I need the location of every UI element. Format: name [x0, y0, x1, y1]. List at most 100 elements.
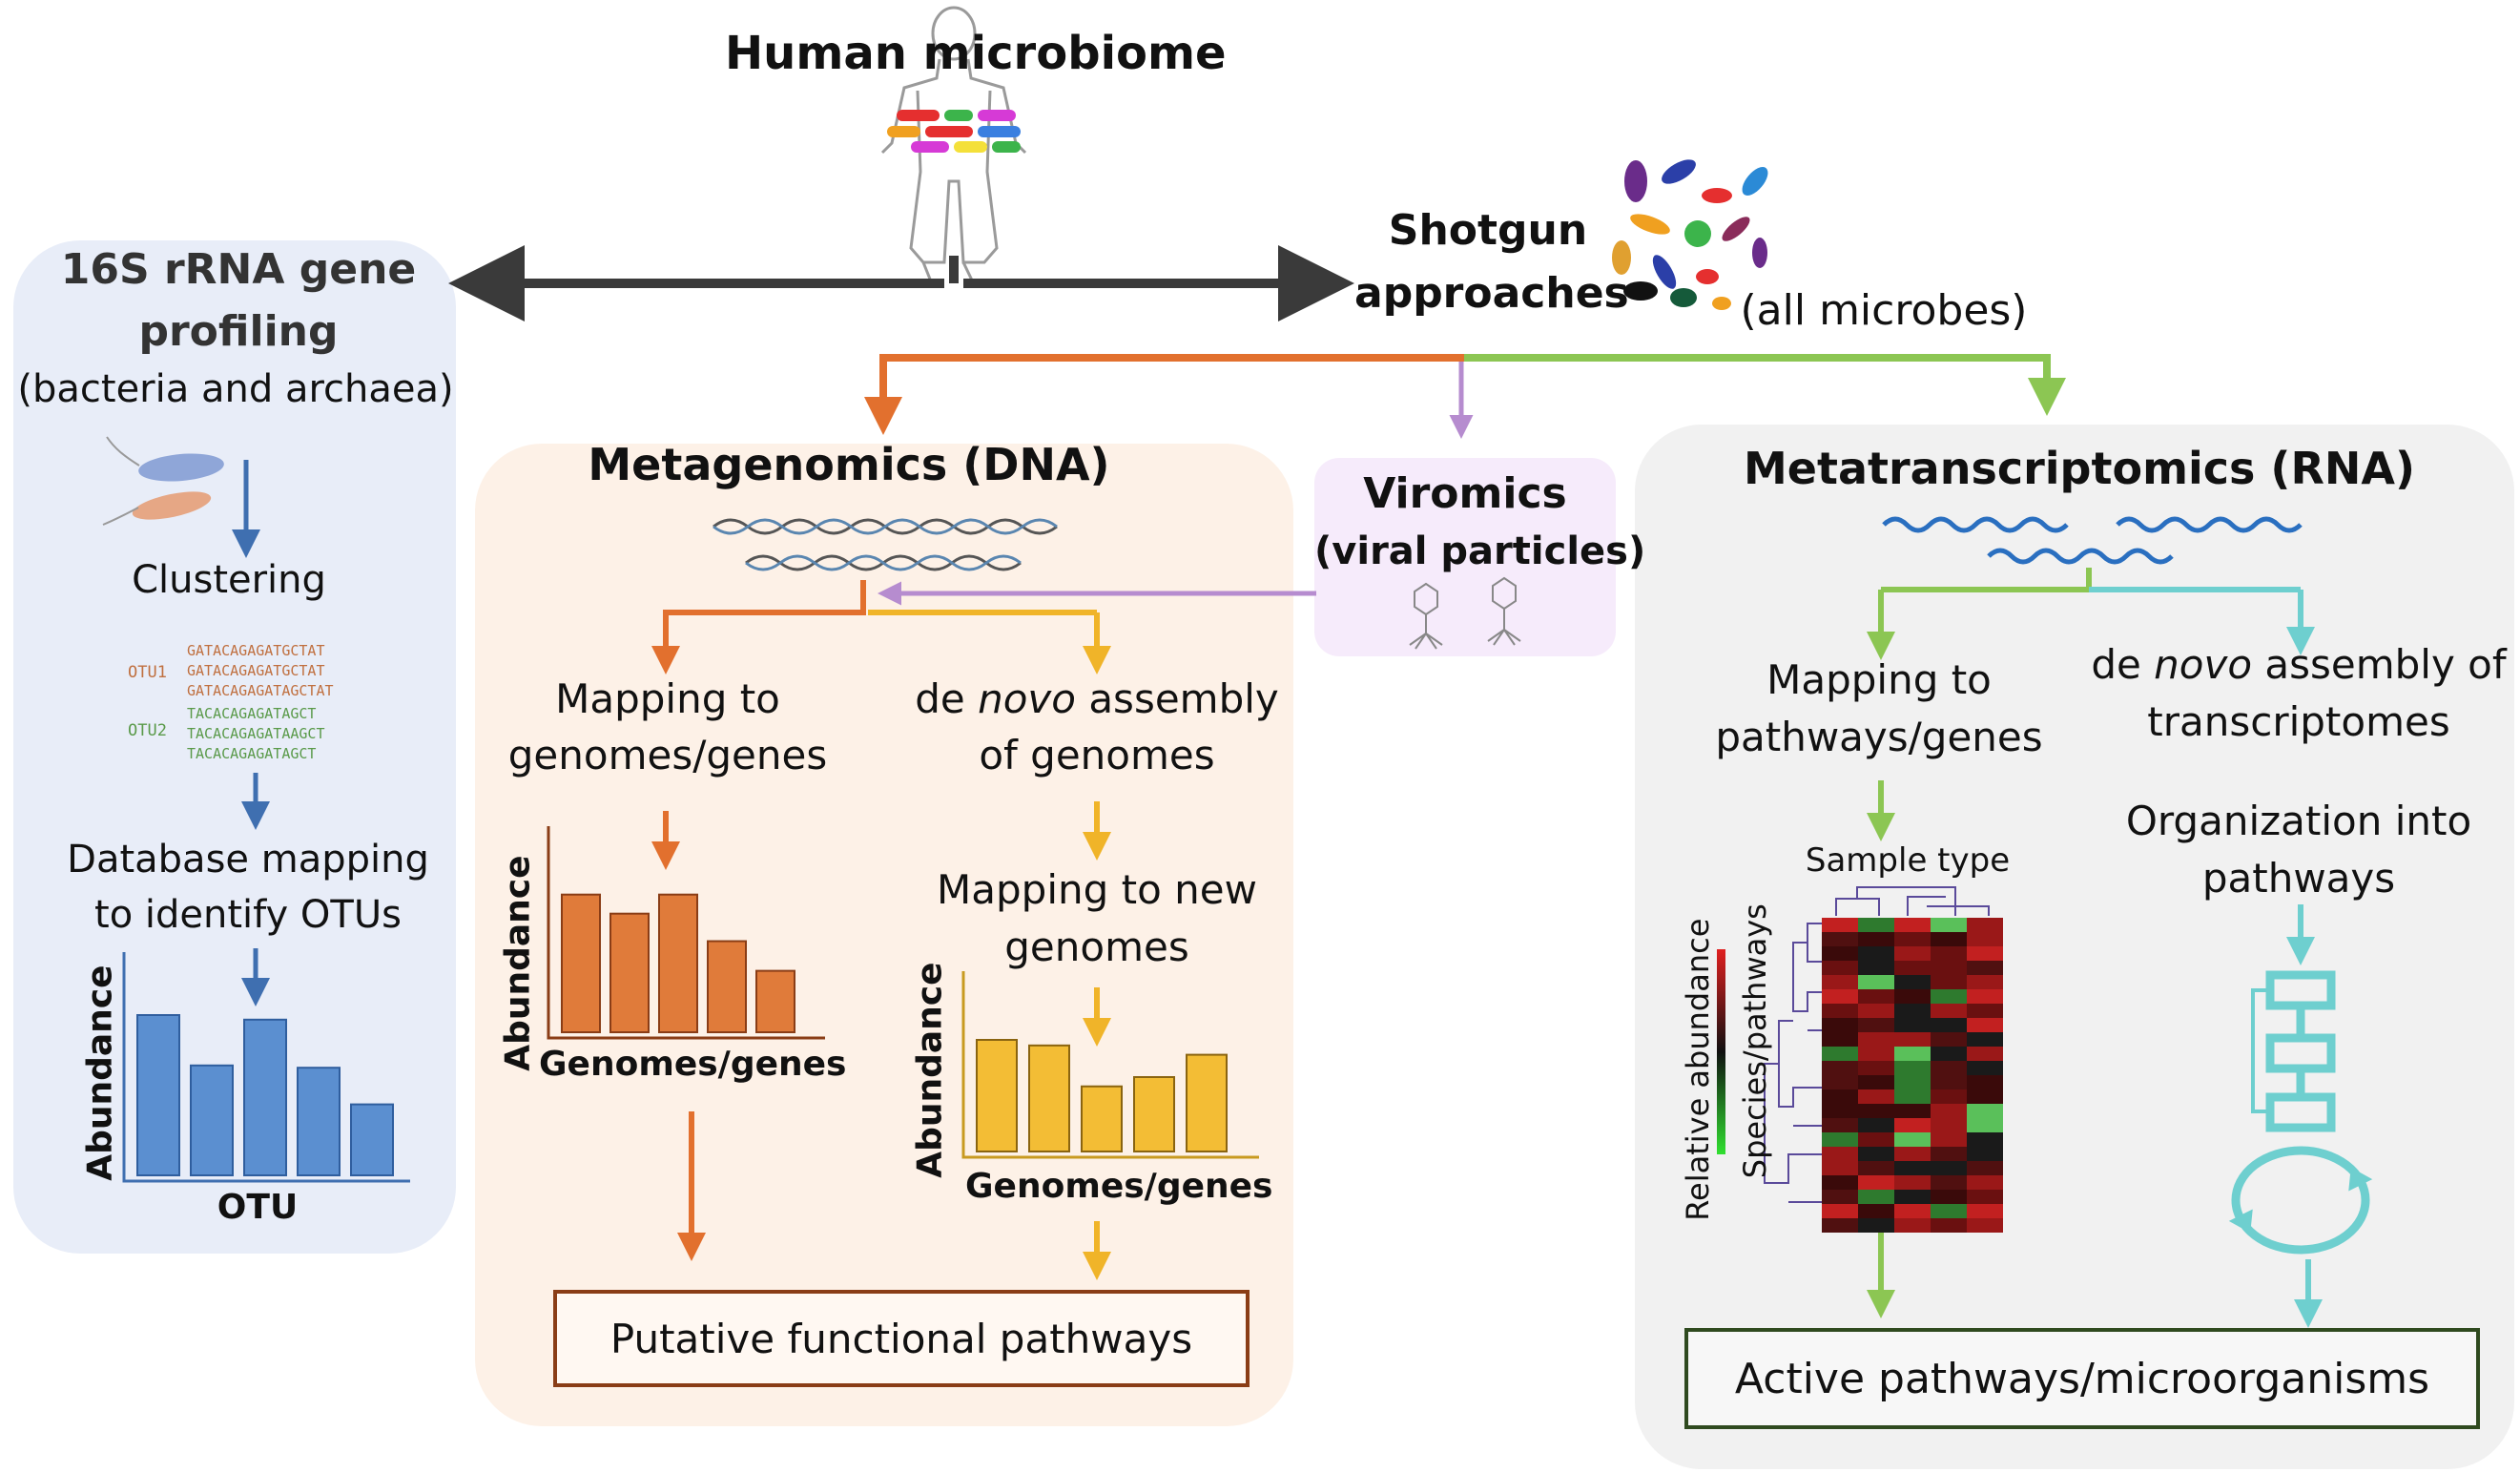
heatmap-cell — [1967, 1190, 2003, 1204]
heatmap-cell — [1822, 975, 1858, 989]
heatmap-cell — [1858, 1218, 1894, 1233]
viromics-subtitle: (viral particles) — [1314, 529, 1646, 573]
heatmap-cell — [1822, 1118, 1858, 1132]
heatmap-cell — [1931, 1218, 1967, 1233]
viromics-panel — [1314, 458, 1616, 656]
heatmap-cell — [1931, 989, 1967, 1004]
heatmap-cell — [1931, 1118, 1967, 1132]
heatmap-cell — [1894, 1118, 1931, 1132]
otu2-seq-3: TACACAGAGATAGCT — [187, 745, 317, 762]
otu1-seq-2: GATACAGAGATGCTAT — [187, 662, 325, 679]
heatmap-row-label: Species/pathways — [1736, 903, 1773, 1179]
human-silhouette-icon — [880, 6, 1027, 288]
heatmap-dendrogram — [1764, 886, 1990, 1203]
bar-genomes-b-1 — [976, 1039, 1018, 1152]
heatmap-cell — [1894, 1089, 1931, 1104]
heatmap-top-label: Sample type — [1805, 841, 2011, 880]
heatmap-cell — [1822, 1089, 1858, 1104]
viromics-title: Viromics — [1363, 469, 1567, 518]
heatmap-cell — [1858, 1104, 1894, 1118]
bar-genomes-b-5 — [1186, 1053, 1228, 1152]
heatmap-cell — [1894, 1204, 1931, 1218]
metatranscriptomics-org-line1: Organization into — [2125, 798, 2472, 844]
heatmap-cell — [1894, 1047, 1931, 1061]
heatmap-cell — [1858, 989, 1894, 1004]
heatmap-cell — [1931, 1075, 1967, 1089]
bar-otu-3 — [243, 1018, 287, 1177]
heatmap-cell — [1967, 946, 2003, 961]
chart-axes-otu — [122, 952, 410, 1183]
heatmap-cell — [1822, 946, 1858, 961]
rrna-step-db-line1: Database mapping — [67, 838, 429, 882]
heatmap-cell — [1931, 1190, 1967, 1204]
metatranscriptomics-branch-a-line1: Mapping to — [1766, 656, 1992, 703]
heatmap-cell — [1822, 1218, 1858, 1233]
heatmap-cell — [1822, 918, 1858, 932]
heatmap-cell — [1858, 1032, 1894, 1047]
heatmap-cell — [1894, 975, 1931, 989]
bacteria-icon — [102, 436, 224, 526]
heatmap-cell — [1967, 975, 2003, 989]
heatmap-cell — [1931, 1032, 1967, 1047]
heatmap-cell — [1894, 946, 1931, 961]
otu1-seq-3: GATACAGAGATAGCTAT — [187, 682, 334, 699]
bar-otu-1 — [136, 1014, 180, 1176]
metagenomics-branch-b-line2: of genomes — [979, 732, 1215, 778]
rrna-subtitle: (bacteria and archaea) — [17, 367, 454, 411]
metatranscriptomics-panel — [1635, 425, 2514, 1469]
otu1-label: OTU1 — [128, 663, 167, 682]
diagram-title: Human microbiome — [725, 27, 1227, 80]
heatmap-cell — [1894, 932, 1931, 946]
pathway-cycle-icon — [2228, 970, 2373, 1255]
heatmap-cell — [1894, 1004, 1931, 1018]
rrna-title-line1: 16S rRNA gene — [60, 245, 417, 294]
shotgun-note: (all microbes) — [1740, 286, 2028, 335]
heatmap-cell — [1822, 1147, 1858, 1161]
heatmap-cell — [1822, 1175, 1858, 1190]
heatmap-cell — [1967, 1147, 2003, 1161]
metagenomics-step-new-line2: genomes — [1004, 923, 1189, 970]
bar-otu-4 — [297, 1067, 341, 1176]
heatmap-cell — [1858, 1004, 1894, 1018]
heatmap-chart — [1822, 918, 2003, 1233]
heatmap-cell — [1858, 1018, 1894, 1032]
metatranscriptomics-branch-b-line1: de novo assembly of — [2091, 641, 2507, 688]
heatmap-cell — [1931, 1047, 1967, 1061]
heatmap-cell — [1931, 961, 1967, 975]
heatmap-cell — [1822, 961, 1858, 975]
relative-abundance-colorbar — [1717, 949, 1725, 1154]
heatmap-cell — [1858, 1161, 1894, 1175]
metagenomics-branch-b-line1: de novo assembly — [915, 675, 1279, 722]
heatmap-cell — [1822, 1061, 1858, 1075]
heatmap-cell — [1894, 1032, 1931, 1047]
heatmap-cell — [1931, 946, 1967, 961]
heatmap-cell — [1858, 1147, 1894, 1161]
heatmap-cell — [1931, 1147, 1967, 1161]
bar-genomes-a-3 — [658, 893, 698, 1034]
heatmap-cell — [1858, 932, 1894, 946]
heatmap-cell — [1894, 1190, 1931, 1204]
bar-genomes-a-2 — [609, 912, 650, 1033]
bar-genomes-a-5 — [755, 969, 795, 1033]
heatmap-cell — [1822, 1004, 1858, 1018]
bar-otu-2 — [190, 1064, 234, 1177]
metagenomics-chart-a-ylabel: Abundance — [498, 855, 538, 1071]
heatmap-cell — [1822, 932, 1858, 946]
heatmap-cell — [1931, 975, 1967, 989]
heatmap-cell — [1894, 1061, 1931, 1075]
rrna-title-line2: profiling — [138, 307, 339, 356]
rna-strand-icon — [1882, 516, 2303, 565]
heatmap-cell — [1858, 1118, 1894, 1132]
heatmap-cell — [1858, 1075, 1894, 1089]
heatmap-cell — [1894, 1132, 1931, 1147]
heatmap-cell — [1858, 1175, 1894, 1190]
heatmap-cell — [1967, 1104, 2003, 1118]
metagenomics-branch-a-line2: genomes/genes — [507, 732, 828, 778]
heatmap-cell — [1931, 1204, 1967, 1218]
heatmap-cell — [1931, 1089, 1967, 1104]
chart-axes-genomes-b — [961, 971, 1259, 1159]
heatmap-cell — [1967, 932, 2003, 946]
metagenomics-title: Metagenomics (DNA) — [588, 439, 1110, 490]
otu2-seq-2: TACACAGAGATAAGCT — [187, 725, 325, 742]
